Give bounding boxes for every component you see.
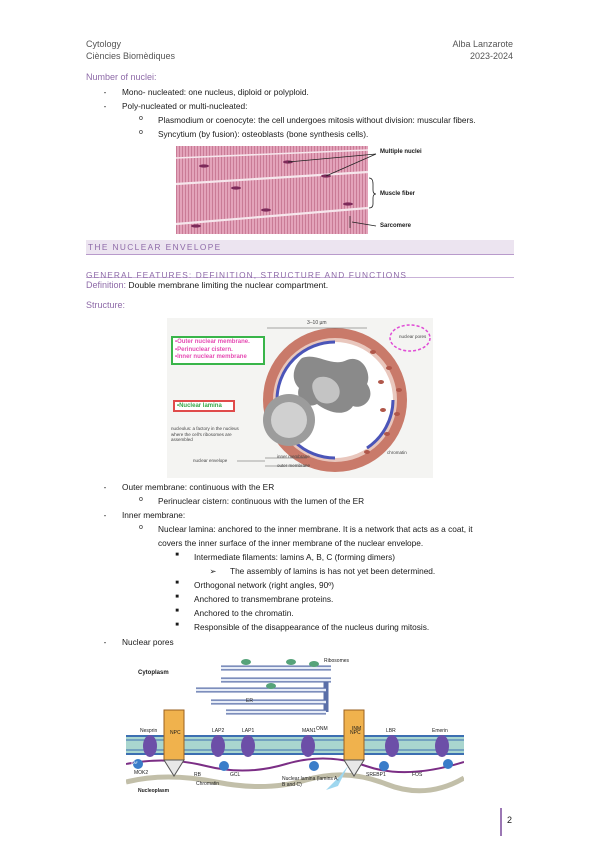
list-item: ■ Anchored to the chromatin. [175,608,294,618]
cytoplasm-label: Cytoplasm [138,670,169,676]
list-item-text: Plasmodium or coenocyte: the cell underg… [158,115,476,125]
lap1-label: LAP1 [242,728,255,734]
nesprin-label: Nesprin [140,728,158,734]
list-item: - Poly-nucleated or multi-nucleated: [103,101,248,111]
list-item: o Plasmodium or coenocyte: the cell unde… [139,115,476,125]
nuclear-pore-diagram [125,659,466,794]
list-item: o Syncytium (by fusion): osteoblasts (bo… [139,129,369,139]
multiple-nuclei-label: Multiple nuclei [380,149,422,155]
membrane-legend: •Outer nuclear membrane. •Perinuclear ci… [171,336,265,365]
list-item-text: Intermediate filaments: lamins A, B, C (… [194,552,396,562]
nuclear-envelope-figure: •Outer nuclear membrane. •Perinuclear ci… [167,318,433,478]
nuclei-title: Number of nuclei: [86,72,157,82]
list-item: ➢ The assembly of lamins is has not yet … [209,566,436,576]
list-item-text: Syncytium (by fusion): osteoblasts (bone… [158,129,369,139]
page-number-bar [500,808,502,836]
author-name: Alba Lanzarote [452,39,513,49]
list-item-text: Nuclear lamina: anchored to the inner me… [158,524,473,534]
legend-nuclear-lamina: •Nuclear lamina [173,400,235,412]
outer-membrane-label: outer membrane [277,463,311,468]
lap2-label: LAP2 [212,728,225,734]
list-item: ■ Orthogonal network (right angles, 90º) [175,580,335,590]
list-item-text: Anchored to the chromatin. [194,608,294,618]
inm-label: INM [352,726,362,732]
sarcomere-label: Sarcomere [380,223,412,229]
list-item-text: Nuclear pores [122,637,174,647]
chromatin-pore-label: Chromatin [196,781,220,787]
list-item-text: The assembly of lamins is has not yet be… [230,566,436,576]
rb-label: RB [194,772,201,778]
npc-right-label: NPC [350,730,361,736]
list-item: ■ Responsible of the disappearance of th… [175,622,430,632]
list-item-text: Orthogonal network (right angles, 90º) [194,580,335,590]
list-item: o Perinuclear cistern: continuous with t… [139,496,365,506]
list-item: - Mono- nucleated: one nucleus, diploid … [103,87,309,97]
gcl-label: GCL [230,772,241,778]
nuclear-pores-label: nuclear pores [399,334,427,339]
emerin-label: Emerin [432,728,448,734]
nuclear-lamina-label: Nuclear lamina (lamins A, B and C) [282,776,339,788]
legend-inner-membrane: •Inner nuclear membrane [175,354,247,360]
list-item: - Nuclear pores [103,637,174,647]
chromatin-label: chromatin [387,450,407,455]
legend-outer-membrane: •Outer nuclear membrane. [175,339,250,345]
list-item: - Inner membrane: [103,510,186,520]
subheading: GENERAL FEATURES: DEFINITION, STRUCTURE … [86,265,514,280]
nuclear-envelope-image [237,324,431,472]
degree-name: Ciències Biomèdiques [86,51,176,61]
srebp1-label: SREBP1 [366,772,386,778]
inner-membrane-label: inner membrane [277,454,310,459]
fos-label: FOS [412,772,423,778]
lbr-label: LBR [386,728,396,734]
scale-label: 3–10 µm [307,320,327,326]
onm-label: ONM [316,726,328,732]
muscle-fiber-figure: Multiple nuclei Muscle fiber Sarcomere [175,146,426,234]
structure-label: Structure: [86,300,126,310]
baf-label: BAF [131,761,138,765]
mok2-label: MOK2 [134,770,149,776]
definition-text: Double membrane limiting the nuclear com… [128,280,329,290]
list-item-text: Poly-nucleated or multi-nucleated: [122,101,248,111]
list-item: ■ Intermediate filaments: lamins A, B, C… [175,552,396,562]
list-item: o Nuclear lamina: anchored to the inner … [139,524,473,534]
definition: Definition: Double membrane limiting the… [86,279,328,292]
section-heading: THE NUCLEAR ENVELOPE [86,240,514,255]
section-heading-text: THE NUCLEAR ENVELOPE [88,242,222,252]
muscle-fiber-image [175,146,377,234]
list-item-text: Outer membrane: continuous with the ER [122,482,275,492]
man1-label: MAN1 [302,728,316,734]
list-item: - Outer membrane: continuous with the ER [103,482,275,492]
course-title: Cytology [86,39,122,49]
list-item-text: Responsible of the disappearance of the … [194,622,430,632]
definition-label: Definition: [86,280,127,290]
header-left: Cytology Ciències Biomèdiques [86,38,175,62]
list-item-text: Inner membrane: [122,510,186,520]
legend-perinuclear-cistern: •Perinuclear cistern. [175,346,233,353]
nucleoplasm-label: Nucleoplasm [138,788,170,794]
list-item-continuation: covers the inner surface of the inner me… [158,538,424,548]
nucleolus-label: nucleolus: a factory in the nucleus wher… [171,426,239,442]
ribosomes-label: Ribosomes [324,658,350,664]
list-item-text: Mono- nucleated: one nucleus, diploid or… [122,87,309,97]
list-item: ■ Anchored to transmembrane proteins. [175,594,334,604]
nuclear-pore-figure: Cytoplasm Ribosomes ER ONM INM Nesprin N… [125,650,466,796]
nuclear-envelope-label: nuclear envelope [193,458,228,463]
page-number: 2 [507,815,513,825]
muscle-fiber-label: Muscle fiber [380,191,416,197]
header-right: Alba Lanzarote 2023-2024 [452,38,513,62]
academic-year: 2023-2024 [469,51,513,61]
list-item-text: Anchored to transmembrane proteins. [194,594,334,604]
list-item-text: Perinuclear cistern: continuous with the… [158,496,365,506]
subheading-text: GENERAL FEATURES: DEFINITION, STRUCTURE … [86,270,408,280]
er-label: ER [246,698,253,704]
npc-left-label: NPC [170,730,181,736]
